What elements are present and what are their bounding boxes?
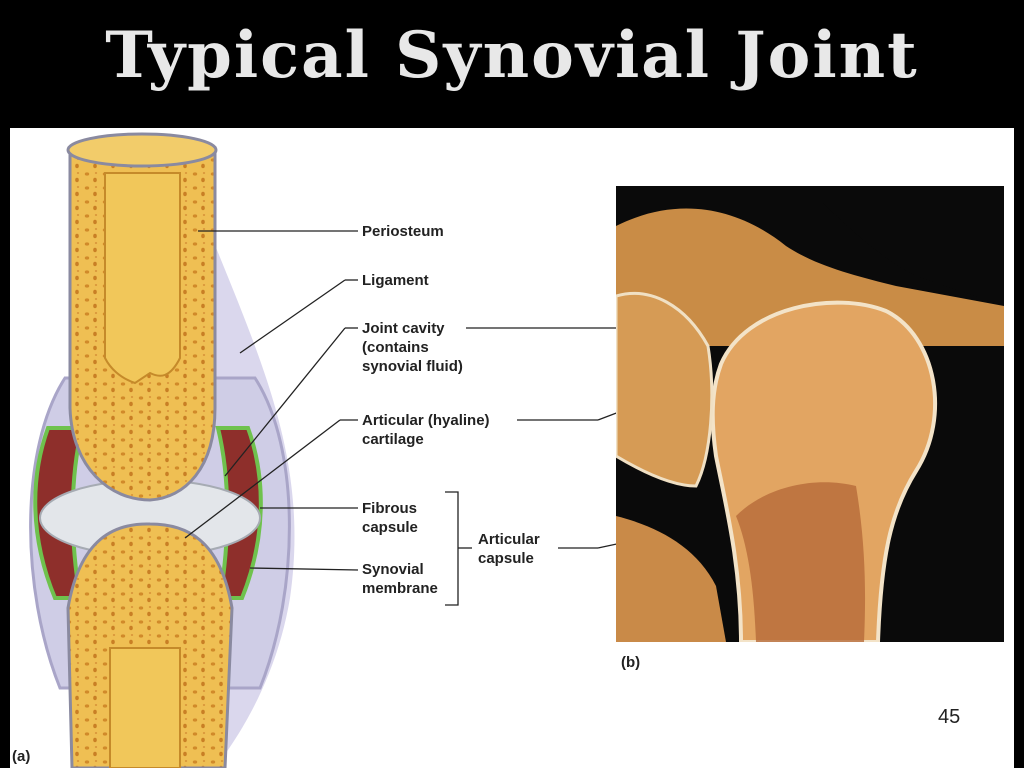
label-fibrous-capsule: Fibrous capsule <box>362 499 418 537</box>
label-periosteum: Periosteum <box>362 222 444 241</box>
page-number: 45 <box>938 706 960 729</box>
label-joint-cavity: Joint cavity (contains synovial fluid) <box>362 319 463 376</box>
slide-title: Typical Synovial Joint <box>0 18 1024 93</box>
label-articular-cartilage: Articular (hyaline) cartilage <box>362 411 490 449</box>
slide-content: Periosteum Ligament Joint cavity (contai… <box>10 128 1014 768</box>
label-articular-capsule: Articular capsule <box>478 530 540 568</box>
panel-label-b: (b) <box>621 654 640 671</box>
label-synovial-membrane: Synovial membrane <box>362 560 438 598</box>
panel-label-a: (a) <box>12 748 30 765</box>
joint-photo <box>616 186 1004 642</box>
label-ligament: Ligament <box>362 271 429 290</box>
